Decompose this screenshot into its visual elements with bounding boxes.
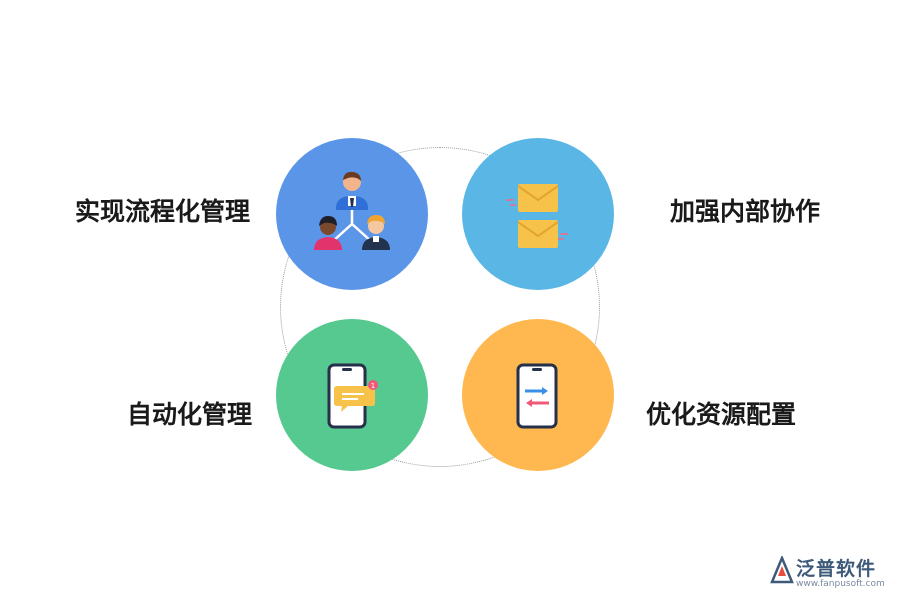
label-collaboration: 加强内部协作 [670,197,821,226]
circle-process-management [276,138,428,290]
circle-automation: 1 [276,319,428,471]
envelopes-icon [462,138,614,290]
circle-resource-allocation [462,319,614,471]
circle-collaboration [462,138,614,290]
label-automation: 自动化管理 [126,400,252,429]
brand-logo: 泛普软件 www.fanpusoft.com [770,554,892,594]
logo-url: www.fanpusoft.com [796,579,885,589]
phone-message-icon: 1 [276,319,428,471]
team-hierarchy-icon [276,138,428,290]
svg-text:1: 1 [371,382,375,390]
dotted-ring [280,147,600,467]
logo-name: 泛普软件 [796,558,877,580]
label-resource-allocation: 优化资源配置 [646,400,797,429]
phone-exchange-icon [462,319,614,471]
label-process-management: 实现流程化管理 [74,197,250,226]
logo-mark-icon [770,556,794,584]
